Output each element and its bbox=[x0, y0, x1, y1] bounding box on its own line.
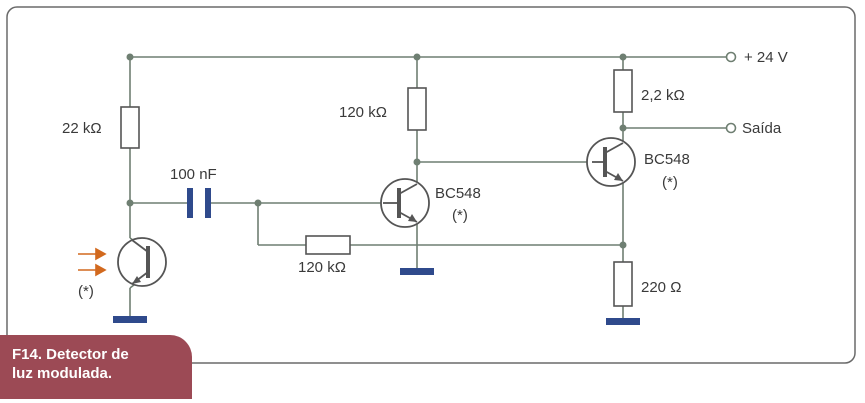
transistor-q2 bbox=[380, 178, 430, 228]
resistor-2k2-label: 2,2 kΩ bbox=[641, 87, 685, 104]
capacitor-100nf bbox=[187, 188, 211, 218]
resistor-220-label: 220 Ω bbox=[641, 279, 681, 296]
phototransistor bbox=[117, 237, 167, 287]
resistor-220 bbox=[613, 261, 633, 307]
light-arrows bbox=[78, 247, 107, 277]
q3-model-label: BC548 bbox=[644, 151, 690, 168]
capacitor-label: 100 nF bbox=[170, 166, 217, 183]
resistor-22k bbox=[120, 106, 140, 149]
junction-dots bbox=[126, 53, 627, 249]
ground-q2 bbox=[400, 268, 434, 275]
resistor-2k2 bbox=[613, 69, 633, 113]
figure-caption: F14. Detector de luz modulada. bbox=[12, 345, 187, 383]
ground-phototransistor bbox=[113, 316, 147, 323]
resistor-120k-bias-label: 120 kΩ bbox=[339, 104, 387, 121]
figure-border bbox=[6, 6, 856, 364]
output-terminal bbox=[725, 122, 737, 134]
phototransistor-note-label: (*) bbox=[78, 283, 94, 300]
resistor-22k-label: 22 kΩ bbox=[62, 120, 102, 137]
resistor-120k-feedback bbox=[305, 235, 351, 255]
transistor-q3 bbox=[586, 137, 636, 187]
q2-note-label: (*) bbox=[452, 207, 468, 224]
wires bbox=[129, 56, 727, 320]
q3-note-label: (*) bbox=[662, 174, 678, 191]
resistor-120k-bias bbox=[407, 87, 427, 131]
ground-q3 bbox=[606, 318, 640, 325]
caption-line-2: luz modulada. bbox=[12, 365, 113, 382]
caption-box bbox=[0, 335, 192, 399]
q2-model-label: BC548 bbox=[435, 185, 481, 202]
supply-terminal bbox=[725, 51, 737, 63]
output-label: Saída bbox=[742, 120, 782, 137]
caption-line-1: F14. Detector de bbox=[12, 346, 129, 363]
supply-label: + 24 V bbox=[744, 49, 788, 66]
resistor-120k-feedback-label: 120 kΩ bbox=[298, 259, 346, 276]
